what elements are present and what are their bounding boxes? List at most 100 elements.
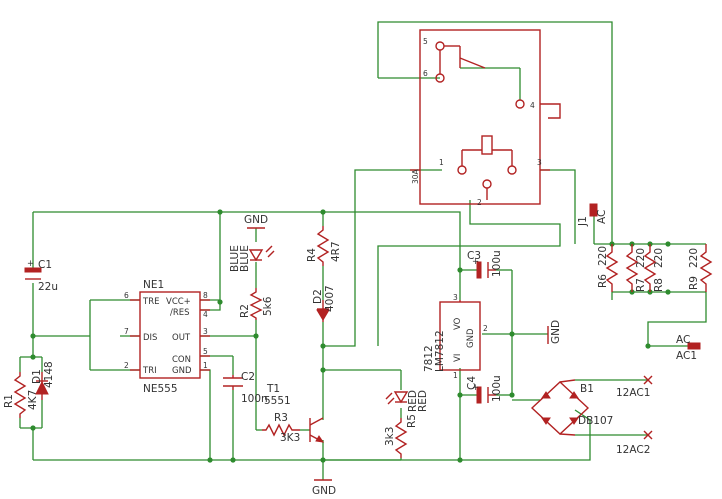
resistor-r5: 3k3 R5 xyxy=(384,414,418,458)
svg-text:C3: C3 xyxy=(467,250,481,262)
svg-text:4K7: 4K7 xyxy=(27,390,39,410)
svg-text:VCC+: VCC+ xyxy=(166,297,191,307)
svg-text:7812: 7812 xyxy=(423,345,435,372)
svg-text:R8: R8 xyxy=(653,278,665,292)
resistor-r9: 220 R9 xyxy=(688,244,713,292)
svg-text:AC: AC xyxy=(676,334,690,346)
svg-text:3k3: 3k3 xyxy=(384,427,396,446)
resistor-r7: 220 R7 xyxy=(625,244,647,292)
svg-text:4R7: 4R7 xyxy=(330,241,342,262)
svg-text:3: 3 xyxy=(453,293,458,302)
svg-text:TRI: TRI xyxy=(142,366,157,376)
bridge-rectifier-b1: B1 DB107 xyxy=(530,379,613,436)
svg-text:AC1: AC1 xyxy=(676,350,697,362)
svg-text:GND: GND xyxy=(550,320,562,344)
svg-text:12AC1: 12AC1 xyxy=(616,387,650,399)
c1-value: 22u xyxy=(38,281,58,293)
resistor-r2: R2 5k6 xyxy=(239,288,274,320)
gnd-symbol-regulator: GND xyxy=(547,320,562,344)
svg-text:/RES: /RES xyxy=(170,308,190,318)
svg-text:100u: 100u xyxy=(491,375,503,402)
svg-text:7: 7 xyxy=(124,327,129,336)
svg-text:DB107: DB107 xyxy=(578,415,613,427)
svg-text:C2: C2 xyxy=(241,371,255,383)
resistor-r6: 220 R6 xyxy=(597,244,619,292)
svg-text:CON: CON xyxy=(172,355,191,365)
svg-text:1: 1 xyxy=(203,361,208,370)
svg-text:+: + xyxy=(472,257,479,267)
svg-text:8: 8 xyxy=(203,291,208,300)
svg-text:2: 2 xyxy=(483,324,488,333)
svg-text:GND: GND xyxy=(466,328,476,348)
svg-text:GND: GND xyxy=(312,485,336,497)
led-red: RED RED xyxy=(385,390,429,412)
svg-text:OUT: OUT xyxy=(172,333,191,343)
gnd-symbol-top: GND xyxy=(244,214,268,229)
svg-text:4: 4 xyxy=(530,101,535,110)
gnd-symbol-bottom: GND xyxy=(312,479,336,497)
svg-text:AC: AC xyxy=(596,210,608,224)
svg-text:6: 6 xyxy=(423,69,428,78)
svg-text:5: 5 xyxy=(423,37,428,46)
resistor-r1: R1 4K7 xyxy=(3,372,39,418)
ne1-part: NE555 xyxy=(143,383,178,395)
capacitor-c3: + C3 100u xyxy=(467,250,503,279)
svg-text:D1: D1 xyxy=(31,369,43,384)
diode-d2: D2 4007 xyxy=(312,285,336,322)
svg-text:RED: RED xyxy=(407,390,419,412)
svg-text:R4: R4 xyxy=(306,248,318,262)
ic-ne555: NE1 NE555 TRE VCC+ /RES DIS OUT CON TRI … xyxy=(124,279,210,395)
ac-output-terminal: AC AC1 xyxy=(676,334,701,362)
svg-text:220: 220 xyxy=(688,248,700,268)
svg-text:R9: R9 xyxy=(688,276,700,290)
capacitor-c4: + C4 100u xyxy=(466,375,503,404)
svg-text:6: 6 xyxy=(124,291,129,300)
ne1-name: NE1 xyxy=(143,279,164,291)
svg-text:RED: RED xyxy=(417,390,429,412)
svg-text:LM7812: LM7812 xyxy=(434,330,446,372)
svg-text:R3: R3 xyxy=(274,412,288,424)
svg-text:4148: 4148 xyxy=(43,361,55,388)
svg-text:1: 1 xyxy=(439,158,444,167)
resistor-r4: R4 4R7 xyxy=(306,226,342,266)
svg-text:5k6: 5k6 xyxy=(262,296,274,316)
svg-text:VO: VO xyxy=(453,317,463,330)
svg-text:BLUE: BLUE xyxy=(229,245,241,272)
svg-text:220: 220 xyxy=(653,248,665,268)
resistor-r8: 220 R8 xyxy=(643,244,665,292)
regulator-lm7812: VO GND VI 3 2 1 7812 LM7812 xyxy=(423,293,488,380)
svg-text:GND: GND xyxy=(244,214,268,226)
svg-text:R6: R6 xyxy=(597,274,609,288)
svg-text:GND: GND xyxy=(172,366,192,376)
svg-text:3: 3 xyxy=(203,327,208,336)
ac-input-terminals: 12AC1 12AC2 xyxy=(616,375,653,456)
svg-text:4007: 4007 xyxy=(324,285,336,312)
svg-text:J1: J1 xyxy=(577,216,589,227)
svg-text:100n: 100n xyxy=(241,393,268,405)
svg-text:220: 220 xyxy=(635,248,647,268)
diode-d1: D1 4148 xyxy=(31,361,55,400)
svg-text:30A: 30A xyxy=(411,168,420,184)
svg-text:4: 4 xyxy=(203,310,208,319)
svg-text:R2: R2 xyxy=(239,304,251,318)
svg-text:TRE: TRE xyxy=(142,297,159,307)
relay: 5 6 4 1 3 2 30A xyxy=(410,29,561,207)
svg-text:2: 2 xyxy=(124,361,129,370)
capacitor-c1: + C1 22u xyxy=(24,259,58,293)
svg-text:220: 220 xyxy=(597,246,609,266)
svg-text:5551: 5551 xyxy=(264,395,291,407)
svg-text:BLUE: BLUE xyxy=(239,245,251,272)
svg-text:+: + xyxy=(27,259,34,269)
svg-text:D2: D2 xyxy=(312,289,324,304)
svg-text:VI: VI xyxy=(453,354,463,362)
svg-text:+: + xyxy=(472,383,479,393)
svg-text:R1: R1 xyxy=(3,394,15,408)
capacitor-c2: C2 100n xyxy=(223,371,268,405)
led-blue: BLUE BLUE xyxy=(229,245,275,272)
svg-text:5: 5 xyxy=(203,347,208,356)
svg-text:B1: B1 xyxy=(580,383,594,395)
svg-text:3: 3 xyxy=(537,158,542,167)
c1-name: C1 xyxy=(38,259,52,271)
svg-text:C4: C4 xyxy=(466,376,478,390)
